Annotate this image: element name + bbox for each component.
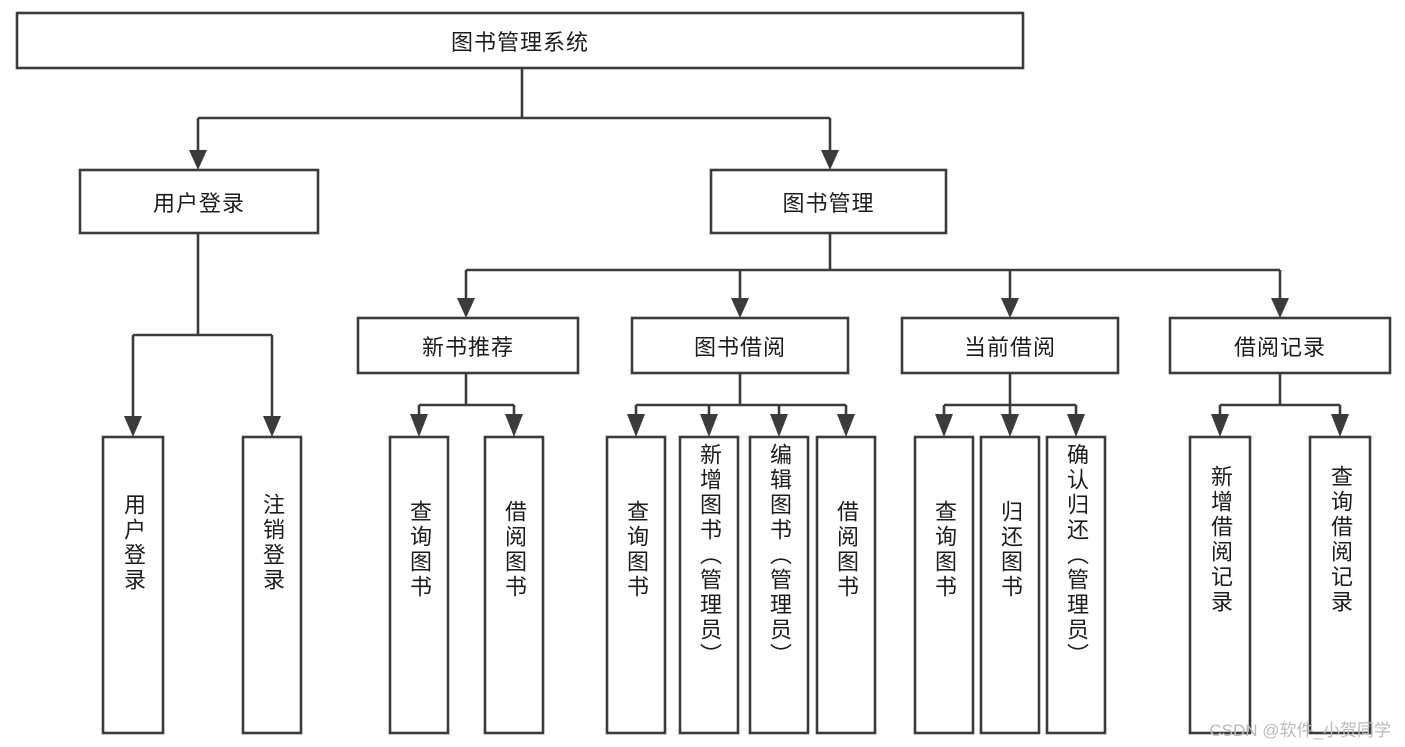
node-root-box[interactable] [15, 11, 1025, 70]
arrowhead-leaf-query-book-3 [935, 414, 953, 437]
node-leaf-return-book-box[interactable] [979, 435, 1041, 735]
arrowhead-current-borrow [1001, 298, 1019, 318]
node-leaf-query-book-3-box[interactable] [913, 435, 975, 735]
arrowhead-leaf-query-record [1331, 414, 1349, 437]
arrowhead-borrow-record [1271, 298, 1289, 318]
arrowhead-bookmanage [821, 150, 839, 170]
node-leaf-confirm-return-box[interactable] [1045, 435, 1107, 735]
node-book-borrow-box[interactable] [630, 316, 850, 375]
node-leaf-edit-book-box[interactable] [748, 435, 810, 735]
node-leaf-query-book-1-box[interactable] [388, 435, 450, 735]
arrowhead-leaf-logout [263, 416, 281, 437]
arrowhead-leaf-query-book-2 [627, 414, 645, 437]
node-book-manage-box[interactable] [709, 168, 948, 235]
node-current-borrow-box[interactable] [900, 316, 1120, 375]
arrowhead-leaf-return-book [1001, 414, 1019, 437]
node-new-book-recommend-box[interactable] [356, 316, 580, 375]
arrowhead-leaf-confirm-return [1067, 414, 1085, 437]
arrowhead-leaf-query-book-1 [410, 414, 428, 437]
arrowhead-leaf-add-book [700, 414, 718, 437]
arrowhead-leaf-add-record [1211, 414, 1229, 437]
node-user-login-box[interactable] [78, 168, 320, 235]
node-leaf-borrow-book-2-box[interactable] [815, 435, 877, 735]
arrowhead-book-borrow [731, 298, 749, 318]
arrowhead-userlogin [189, 150, 207, 170]
node-leaf-query-record-box[interactable] [1308, 435, 1372, 735]
arrowhead-leaf-borrow-book-1 [505, 414, 523, 437]
arrowhead-new-book-recommend [457, 298, 475, 318]
node-leaf-logout-box[interactable] [241, 435, 303, 735]
node-leaf-add-record-box[interactable] [1188, 435, 1252, 735]
arrowhead-leaf-user-login [124, 416, 142, 437]
node-leaf-add-book-box[interactable] [678, 435, 740, 735]
node-leaf-user-login-box[interactable] [101, 435, 165, 735]
node-leaf-borrow-book-1-box[interactable] [483, 435, 545, 735]
node-leaf-query-book-2-box[interactable] [605, 435, 667, 735]
node-borrow-record-box[interactable] [1168, 316, 1392, 375]
arrowhead-leaf-borrow-book-2 [837, 414, 855, 437]
arrowhead-leaf-edit-book [770, 414, 788, 437]
